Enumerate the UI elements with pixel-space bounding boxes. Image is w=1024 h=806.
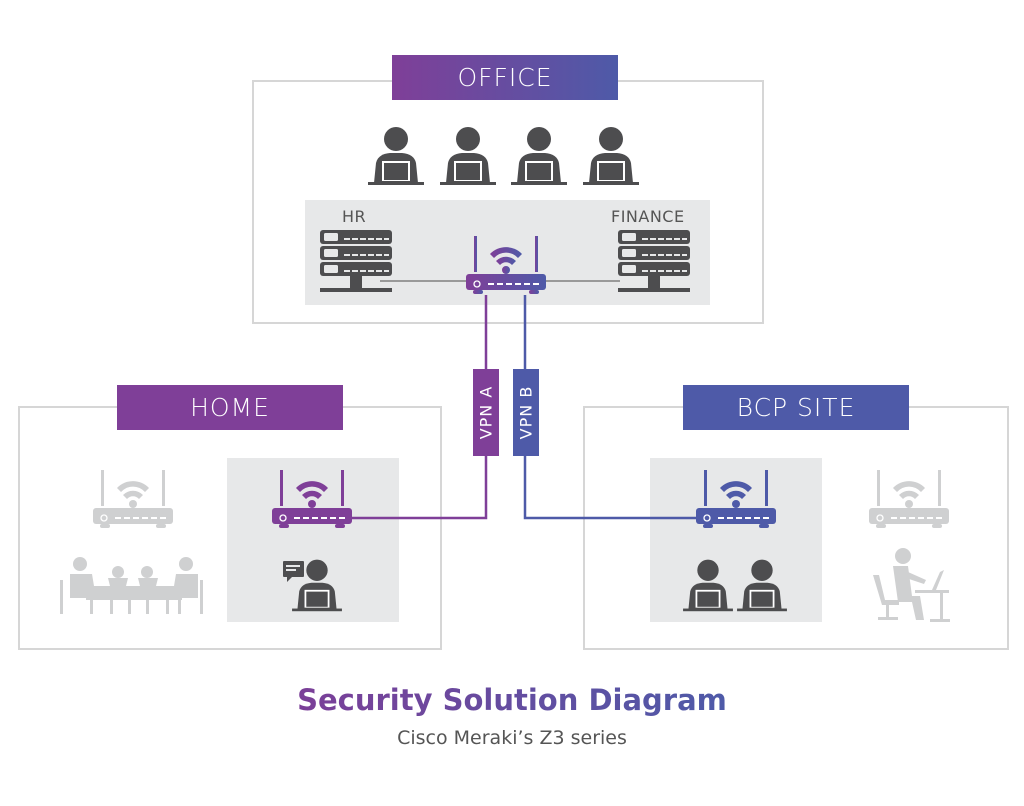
diagram-title-text: Security Solution Diagram [297, 683, 727, 717]
office-label: OFFICE [392, 55, 618, 100]
vpn-a-tag: VPN A [473, 369, 499, 456]
person-at-desk-icon [873, 548, 950, 622]
bcp-router-icon [696, 470, 776, 528]
finance-server-icon [618, 230, 690, 292]
bcp-woman-laptop-icon [737, 559, 787, 612]
home-label: HOME [117, 385, 343, 430]
bcp-inactive-router-icon [869, 470, 949, 528]
vpn-a-label: VPN A [476, 385, 496, 440]
hr-server-icon [320, 230, 392, 292]
family-dinner-icon [60, 557, 203, 614]
hr-label: HR [342, 207, 367, 226]
remote-worker-headset-icon [283, 559, 342, 612]
vpn-b-tag: VPN B [513, 369, 539, 456]
finance-label: FINANCE [611, 207, 685, 226]
bcp-label: BCP SITE [683, 385, 909, 430]
diagram-subtitle: Cisco Meraki’s Z3 series [397, 727, 627, 749]
home-teleworker-router-icon [272, 470, 352, 528]
vpn-b-label: VPN B [516, 385, 536, 440]
diagram-title: Security Solution Diagram [0, 683, 1024, 717]
bcp-man-laptop-icon [683, 559, 733, 612]
vpn-a-line [348, 295, 488, 520]
vpn-b-line [523, 295, 705, 520]
office-router-icon [466, 236, 546, 294]
home-inactive-router-icon [93, 470, 173, 528]
